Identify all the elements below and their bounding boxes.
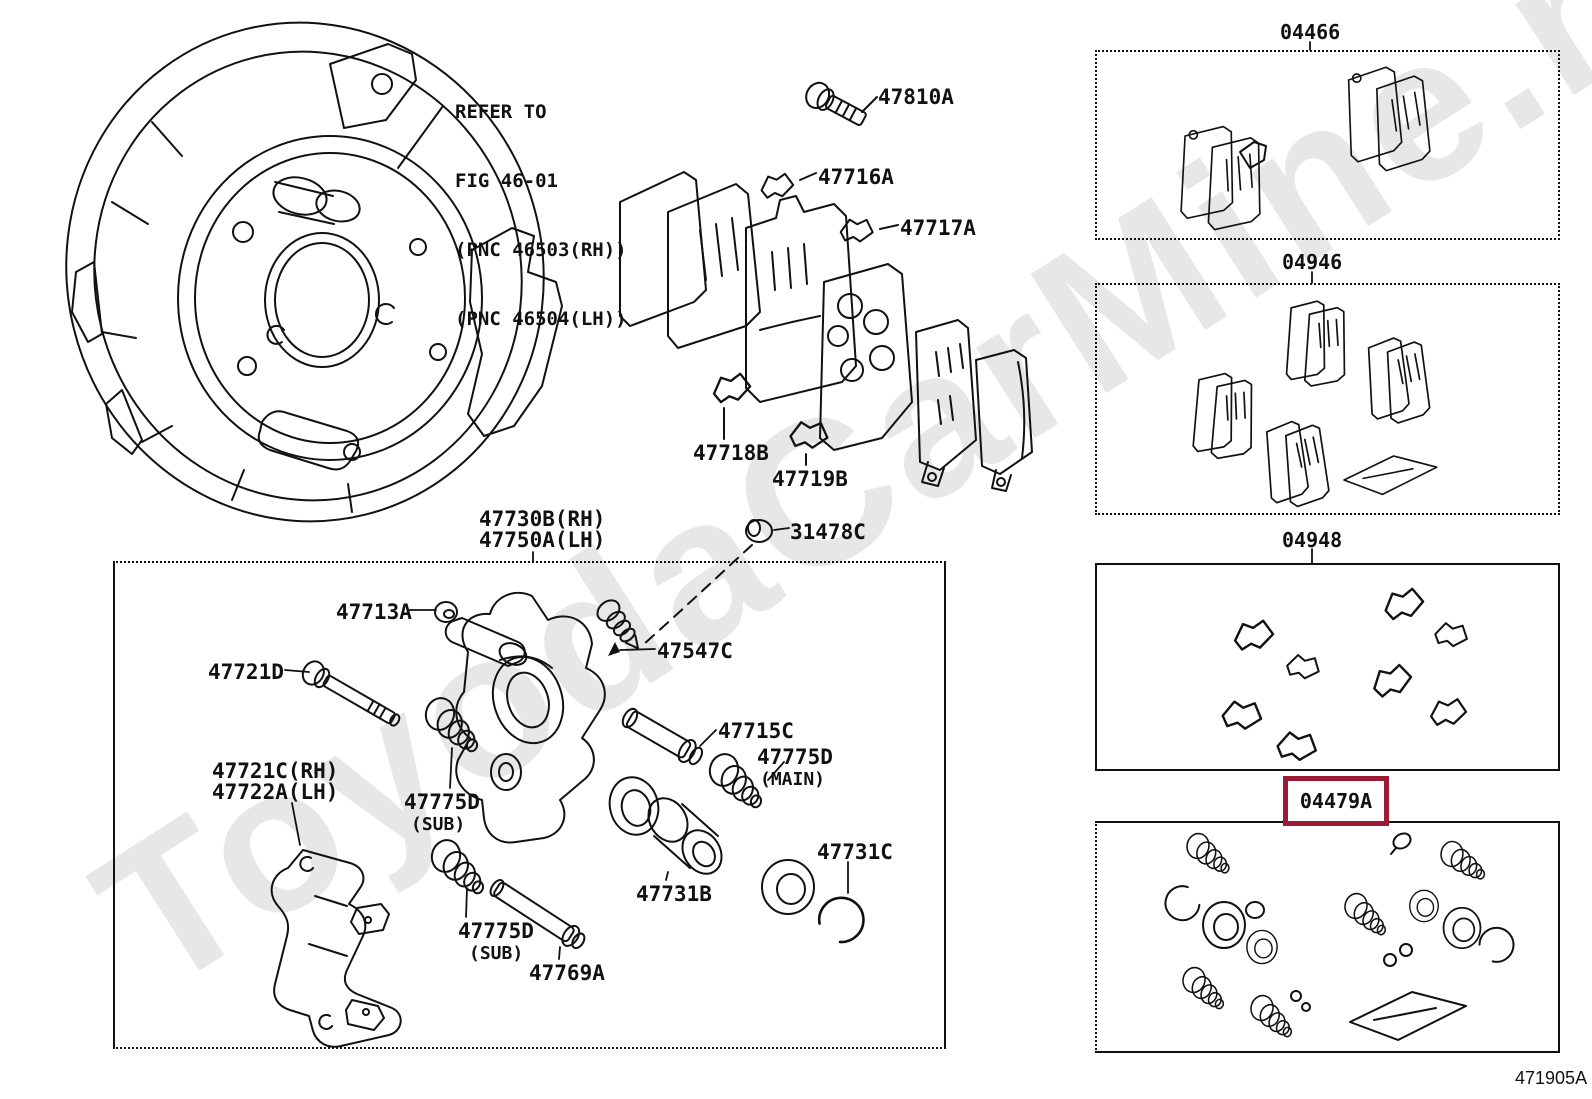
- part-label-47547C[interactable]: 47547C: [657, 639, 733, 663]
- kit-04466-contents: [1179, 64, 1432, 233]
- part-label-47717A[interactable]: 47717A: [900, 216, 976, 240]
- part-sublabel-main: (MAIN): [760, 769, 826, 790]
- kit-04946-contents: [1191, 298, 1438, 510]
- note-line: (PNC 46503(RH)): [455, 239, 627, 261]
- part-label-47730B[interactable]: 47730B(RH): [479, 507, 606, 531]
- part-label-31478C[interactable]: 31478C: [790, 520, 866, 544]
- part-label-47722A[interactable]: 47722A(LH): [212, 780, 339, 804]
- note-line: FIG 46-01: [455, 170, 558, 192]
- part-label-47750A[interactable]: 47750A(LH): [479, 528, 606, 552]
- part-label-47810A[interactable]: 47810A: [878, 85, 954, 109]
- part-label-47721D[interactable]: 47721D: [208, 660, 284, 684]
- kit-title-04466[interactable]: 04466: [1280, 20, 1341, 44]
- part-label-47775D-sub2[interactable]: 47775D: [458, 919, 534, 943]
- kit-title-04948[interactable]: 04948: [1282, 528, 1343, 552]
- part-label-47721C[interactable]: 47721C(RH): [212, 759, 339, 783]
- part-sublabel-sub2: (SUB): [469, 943, 524, 964]
- brake-pads-drawing: [619, 171, 1033, 492]
- leader-lines: [284, 41, 1313, 960]
- kit-box-04948: [1095, 563, 1560, 771]
- part-label-47718B[interactable]: 47718B: [693, 441, 769, 465]
- kit-title-04479A[interactable]: 04479A: [1299, 789, 1373, 813]
- part-label-47713A[interactable]: 47713A: [336, 600, 412, 624]
- note-line: (PNC 46504(LH)): [455, 308, 627, 330]
- reference-note: REFER TO FIG 46-01 (PNC 46503(RH)) (PNC …: [455, 55, 627, 377]
- part-label-47769A[interactable]: 47769A: [529, 961, 605, 985]
- kit-box-04946: [1095, 283, 1560, 515]
- backing-plate-drawing: [65, 21, 563, 523]
- part-label-47715C[interactable]: 47715C: [718, 719, 794, 743]
- part-label-47731C[interactable]: 47731C: [817, 840, 893, 864]
- part-label-47719B[interactable]: 47719B: [772, 467, 848, 491]
- note-leader-line: [397, 105, 444, 169]
- part-label-47731B[interactable]: 47731B: [636, 882, 712, 906]
- figure-code: 471905A: [1515, 1068, 1588, 1088]
- part-sublabel-sub1: (SUB): [411, 814, 466, 835]
- kit-box-04466: [1095, 50, 1560, 240]
- kit-title-04946[interactable]: 04946: [1282, 250, 1343, 274]
- part-label-47716A[interactable]: 47716A: [818, 165, 894, 189]
- part-label-47775D-sub1[interactable]: 47775D: [404, 790, 480, 814]
- bolt-47810A-drawing: [805, 81, 867, 126]
- note-line: REFER TO: [455, 101, 547, 123]
- kit-04479A-contents: [1158, 831, 1521, 1041]
- caliper-drawing: [270, 519, 874, 1048]
- caliper-assembly-box: [113, 561, 946, 1049]
- highlight-box-04479A[interactable]: 04479A: [1283, 776, 1389, 826]
- kit-04948-contents: [1220, 586, 1471, 764]
- part-label-47775D-main[interactable]: 47775D: [757, 745, 833, 769]
